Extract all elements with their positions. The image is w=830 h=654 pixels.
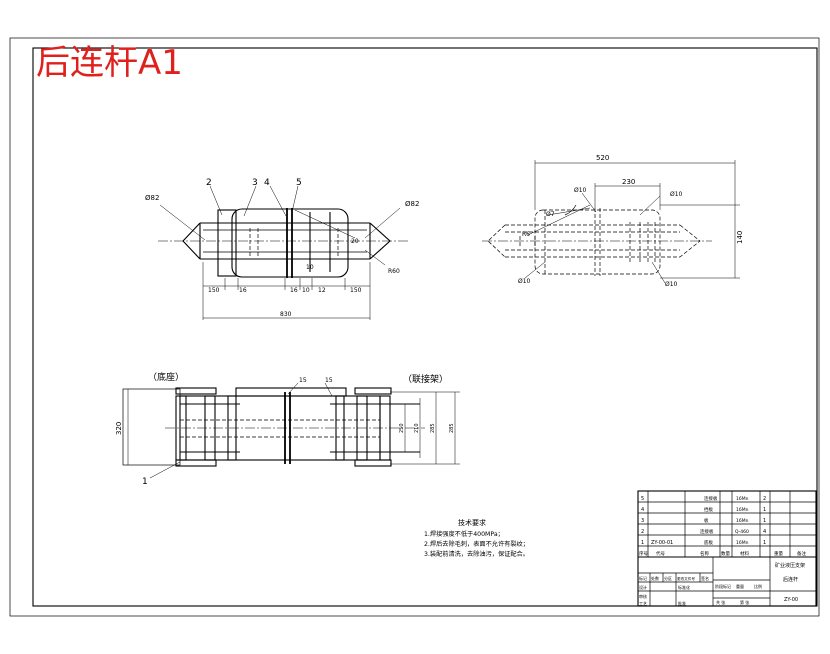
tech-req-item-1: 1.焊接强度不低于400MPa；: [424, 530, 504, 538]
tb-stage-mark: 阶段标记: [715, 583, 731, 589]
plan-label-15-b: 15: [325, 377, 333, 384]
side-label-radius: R6: [522, 231, 530, 238]
front-dim-16-b: 16: [290, 287, 298, 294]
tech-req-title: 技术要求: [458, 518, 486, 527]
part-row-2-mat: 16Mn: [736, 507, 749, 513]
part-row-1-qty: 2: [763, 496, 766, 502]
side-dim-520: 520: [596, 154, 609, 162]
tech-req-item-3: 3.装配前清洗，去除油污，保证配合。: [424, 550, 529, 558]
front-label-4: 4: [264, 178, 270, 188]
tb-sign-zone: 分区: [664, 575, 672, 581]
plan-dim-320: 320: [115, 422, 123, 435]
front-inner-20: 20: [351, 238, 359, 245]
tb-header-code: 代号: [656, 550, 665, 557]
part-row-1-no: 5: [641, 496, 644, 502]
tb-header-qty: 数量: [721, 550, 730, 557]
front-view: 2 3 4 5 Ø82 Ø82 R60 10 20 150 16 16 10 1…: [145, 178, 419, 320]
side-dim-140: 140: [736, 231, 744, 244]
tb-stage-weight: 重量: [736, 583, 744, 589]
front-dim-16-a: 16: [239, 287, 247, 294]
tb-stage-scale: 比例: [754, 583, 762, 589]
front-dim-10: 10: [302, 287, 310, 294]
part-row-4-qty: 4: [763, 529, 766, 535]
plan-dim-285-a: 285: [430, 423, 436, 433]
tb-header-remark: 备注: [797, 550, 806, 557]
front-dim-overall: 830: [280, 311, 292, 318]
front-label-3: 3: [252, 178, 258, 188]
part-row-5-code: ZY-00-01: [651, 540, 673, 546]
side-label-dia-c: Ø7: [546, 211, 555, 218]
tb-header-no: 序号: [639, 550, 648, 557]
side-label-dia-a: Ø10: [574, 187, 587, 194]
front-dim-150-left: 150: [208, 287, 220, 294]
tb-company: 矿业液压支架: [775, 562, 805, 569]
part-row-4-name: 连接板: [700, 528, 714, 535]
part-row-1-name: 连接板: [704, 495, 718, 502]
plan-view: （底座） （联接架） 320 250 210 285: [115, 371, 460, 487]
side-label-dia-e: Ø10: [665, 281, 678, 288]
tb-sign-mark: 标记: [639, 575, 647, 581]
part-row-5-qty: 1: [763, 540, 766, 546]
plan-label-15-a: 15: [299, 377, 307, 384]
tb-role-design: 设计: [639, 584, 647, 590]
part-row-3-mat: 16Mn: [736, 518, 749, 524]
tb-role-review: 审核: [639, 593, 647, 599]
caption-base: （底座）: [148, 371, 184, 383]
front-label-2: 2: [206, 178, 212, 188]
part-row-3-qty: 1: [763, 518, 766, 524]
tb-header-mat: 材料: [740, 550, 749, 557]
tb-sign-count: 处数: [651, 575, 659, 581]
tb-sign-doc: 更改文件号: [677, 576, 695, 581]
technical-requirements: 技术要求 1.焊接强度不低于400MPa； 2.焊后去除毛刺，表面不允许有裂纹；…: [424, 518, 529, 558]
sheet-title: 后连杆A1: [36, 43, 183, 83]
plan-dim-285-b: 285: [449, 423, 455, 433]
front-dim-12: 12: [318, 287, 326, 294]
part-row-4-mat: Q-460: [735, 529, 749, 535]
tb-header-weight: 重量: [774, 550, 783, 557]
tb-header-name: 名称: [700, 550, 709, 557]
plan-dim-250: 250: [399, 423, 405, 433]
front-label-radius: R60: [388, 268, 400, 275]
part-row-2-qty: 1: [763, 507, 766, 513]
part-row-3-name: 板: [704, 517, 709, 524]
tech-req-item-2: 2.焊后去除毛刺，表面不允许有裂纹；: [424, 540, 529, 548]
inner-frame: [32, 47, 818, 607]
part-row-1-mat: 16Mn: [736, 496, 749, 502]
tb-sign-name: 签名: [701, 575, 709, 581]
front-label-dia-left: Ø82: [145, 194, 159, 202]
caption-frame: （联接架）: [403, 373, 448, 385]
tb-drawing-code: ZY-00: [784, 597, 798, 603]
part-row-2-name: 挡板: [704, 506, 713, 513]
side-label-dia-b: Ø10: [670, 191, 683, 198]
tb-role-approve: 批准: [678, 600, 686, 606]
side-label-dia-d: Ø10: [518, 278, 531, 285]
part-row-5-name: 底板: [704, 539, 713, 546]
part-row-5-no: 1: [641, 540, 644, 546]
tb-sheet-total: 共 张: [716, 599, 725, 605]
front-inner-10: 10: [306, 264, 314, 271]
tb-sheet-current: 第 张: [740, 599, 749, 605]
tb-part-name: 后连杆: [783, 576, 798, 583]
outer-frame: [9, 37, 820, 617]
side-dim-230: 230: [622, 178, 635, 186]
front-label-5: 5: [296, 178, 302, 188]
part-row-5-mat: 16Mn: [736, 540, 749, 546]
tb-role-process: 工艺: [639, 601, 647, 606]
front-dim-150-right: 150: [350, 287, 362, 294]
side-view: 520 230 140 Ø10 Ø10 Ø7 R6 Ø10 Ø10: [482, 154, 744, 288]
plan-label-1: 1: [142, 477, 148, 487]
tb-role-std: 标准化: [678, 584, 690, 590]
title-block: 5 连接板 16Mn 2 4 挡板 16Mn 1 3 板 16Mn 1 2 连接…: [637, 490, 817, 607]
plan-dim-210: 210: [414, 423, 420, 433]
part-row-2-no: 4: [641, 507, 644, 513]
front-label-dia-right: Ø82: [405, 200, 419, 208]
part-row-4-no: 2: [641, 529, 644, 535]
part-row-3-no: 3: [641, 518, 644, 524]
